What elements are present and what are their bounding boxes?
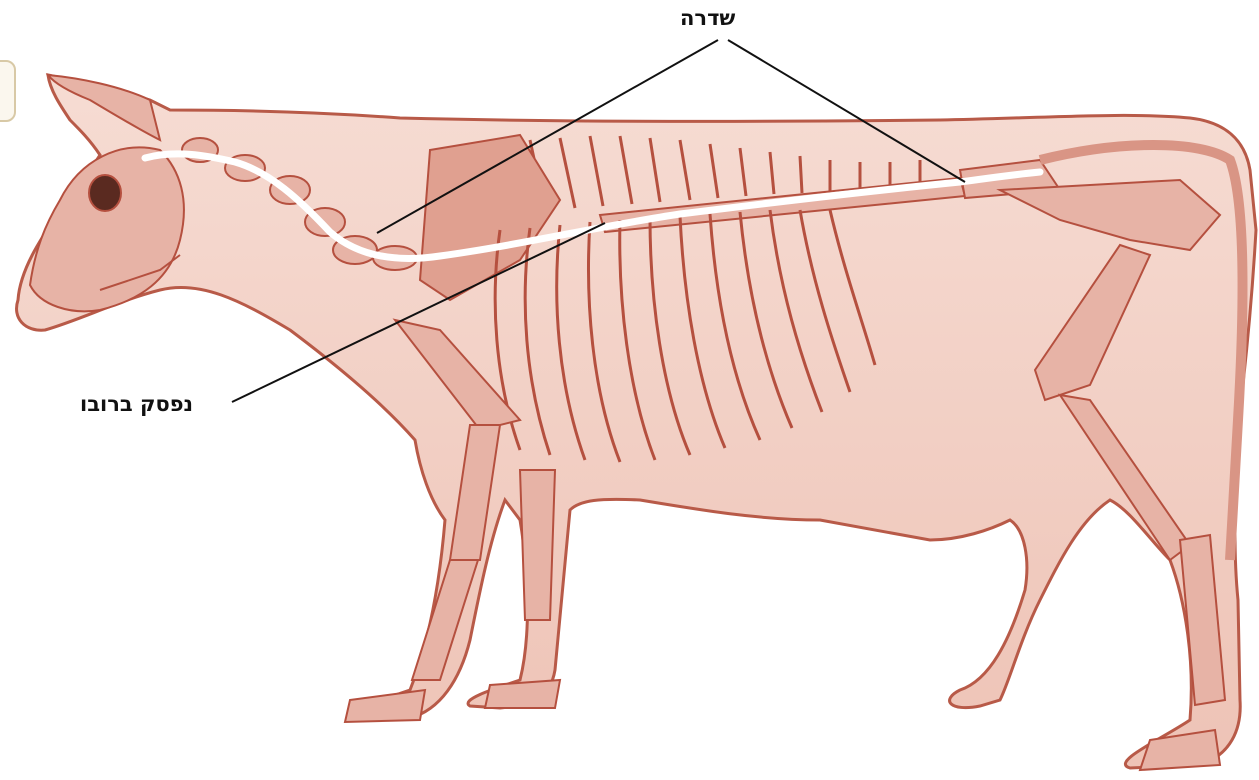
front-hoof bbox=[345, 690, 425, 722]
cut-label: נפסק ברובו bbox=[80, 392, 193, 416]
cow-silhouette bbox=[17, 75, 1256, 768]
hind-hoof bbox=[1140, 730, 1220, 770]
eye-socket bbox=[89, 175, 121, 211]
second-radius bbox=[520, 470, 555, 620]
second-hoof bbox=[485, 680, 560, 708]
spine-label: שדרה bbox=[680, 6, 735, 30]
cow-body bbox=[17, 75, 1256, 768]
